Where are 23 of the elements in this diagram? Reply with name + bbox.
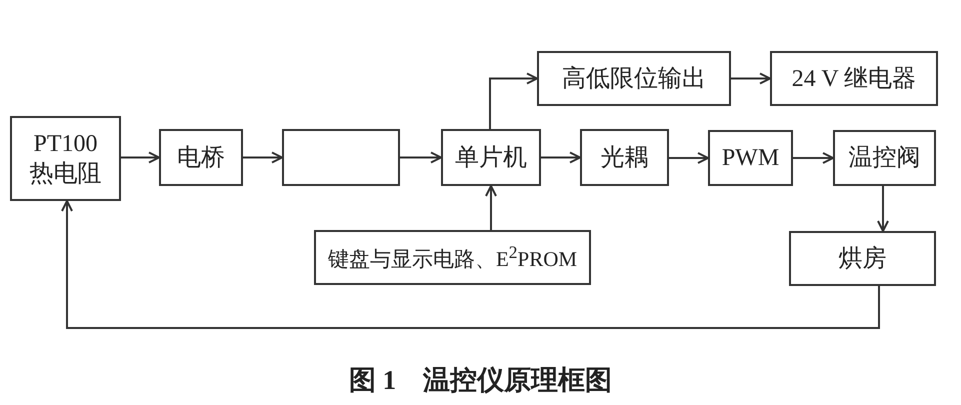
process-box: 24 V 继电器 bbox=[770, 51, 938, 106]
figure-caption: 图 1 温控仪原理框图 bbox=[348, 364, 614, 397]
process-box: 键盘与显示电路、E$^{2}$PROM bbox=[314, 230, 591, 285]
arrow bbox=[61, 200, 880, 329]
arrow bbox=[731, 72, 771, 84]
arrow bbox=[121, 152, 160, 164]
arrow bbox=[489, 72, 538, 129]
arrow bbox=[485, 185, 497, 230]
arrow bbox=[877, 186, 889, 232]
process-box: 单片机 bbox=[441, 129, 541, 186]
arrow bbox=[400, 152, 442, 164]
process-box: 光耦 bbox=[580, 129, 669, 186]
arrow bbox=[243, 152, 283, 164]
arrow bbox=[541, 152, 581, 164]
arrow bbox=[669, 152, 709, 164]
arrow bbox=[793, 152, 834, 164]
process-box: 烘房 bbox=[789, 231, 936, 286]
process-box: 温控阀 bbox=[833, 130, 936, 186]
process-box: 电桥 bbox=[159, 129, 243, 186]
process-box: PWM bbox=[708, 130, 793, 186]
process-box bbox=[282, 129, 400, 186]
process-box: 高低限位输出 bbox=[537, 51, 731, 106]
process-box: PT100 热电阻 bbox=[10, 116, 121, 201]
